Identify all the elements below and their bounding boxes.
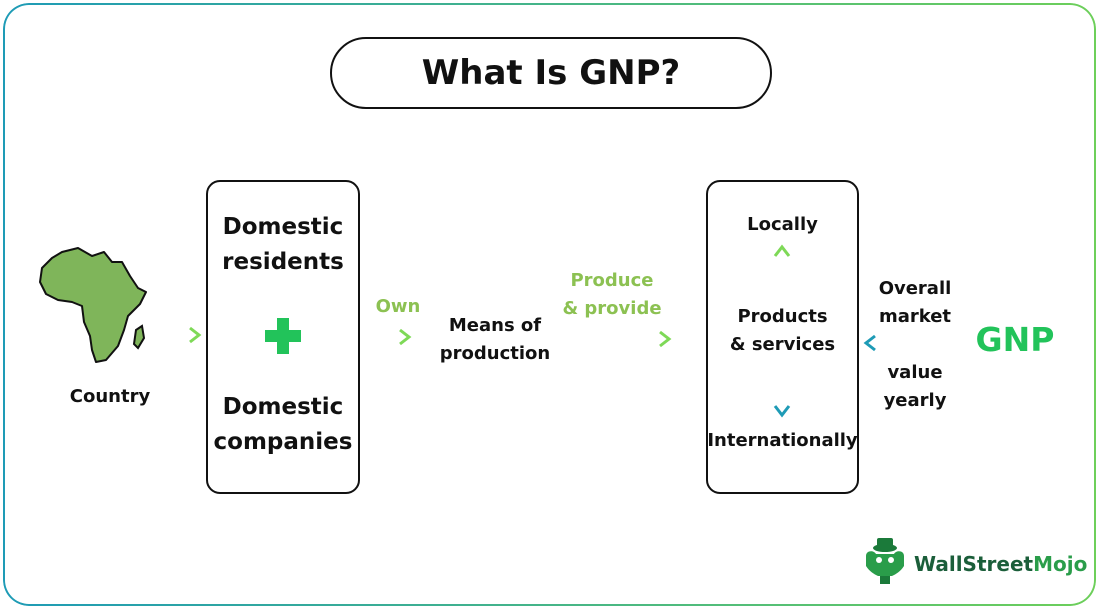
value-line-1: value bbox=[887, 362, 943, 383]
produce-provide-label: Produce & provide bbox=[552, 267, 672, 323]
value-yearly-label: value yearly bbox=[866, 359, 964, 415]
products-box bbox=[706, 180, 859, 494]
companies-line-2: companies bbox=[213, 428, 353, 455]
title-text: What Is GNP? bbox=[421, 53, 681, 93]
diagram-frame bbox=[3, 3, 1096, 606]
internationally-label: Internationally bbox=[707, 430, 858, 451]
country-label: Country bbox=[69, 386, 151, 407]
means-line-2: production bbox=[439, 342, 551, 364]
arrow-gnp-to-box bbox=[863, 334, 964, 352]
overall-line-2: market bbox=[878, 305, 952, 327]
overall-line-1: Overall bbox=[878, 278, 952, 299]
arrow-up bbox=[773, 244, 791, 290]
arrow-down bbox=[773, 372, 791, 418]
arrow-produce bbox=[566, 330, 672, 348]
own-label: Own bbox=[375, 296, 421, 317]
locally-label: Locally bbox=[747, 214, 818, 235]
domestic-box bbox=[206, 180, 360, 494]
residents-line-2: residents bbox=[222, 248, 344, 275]
page-title: What Is GNP? bbox=[330, 37, 772, 109]
value-line-2: yearly bbox=[883, 389, 947, 411]
brand-wordmark: WallStreetMojo bbox=[914, 551, 1087, 577]
products-line-2: & services bbox=[729, 333, 836, 355]
brand-logo-icon bbox=[866, 538, 904, 584]
means-line-1: Means of bbox=[448, 315, 542, 336]
arrow-country-to-box bbox=[156, 326, 202, 344]
arrow-own bbox=[366, 328, 412, 346]
products-services-label: Products & services bbox=[706, 303, 859, 359]
produce-line-2: & provide bbox=[562, 297, 662, 319]
products-line-1: Products bbox=[737, 306, 828, 327]
brand-text-b: Mojo bbox=[1033, 552, 1088, 576]
africa-icon bbox=[39, 247, 147, 363]
domestic-residents-label: Domestic residents bbox=[206, 210, 360, 279]
plus-icon bbox=[265, 318, 301, 354]
overall-market-label: Overall market bbox=[866, 275, 964, 331]
means-of-production-label: Means of production bbox=[430, 312, 560, 368]
gnp-label: GNP bbox=[975, 320, 1055, 359]
produce-line-1: Produce bbox=[570, 270, 654, 291]
residents-line-1: Domestic bbox=[222, 214, 344, 240]
companies-line-1: Domestic bbox=[222, 394, 344, 420]
domestic-companies-label: Domestic companies bbox=[206, 390, 360, 459]
madagascar-icon bbox=[132, 324, 146, 350]
brand-text-a: WallStreet bbox=[914, 552, 1034, 576]
